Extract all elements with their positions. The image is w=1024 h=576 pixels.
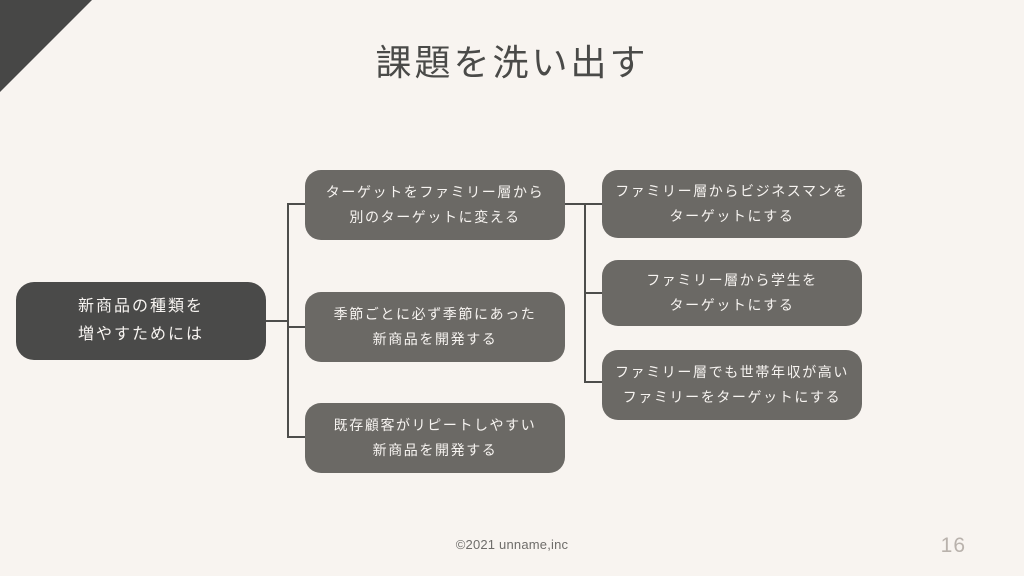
page-title: 課題を洗い出す — [375, 42, 649, 83]
corner-triangle-decoration — [0, 0, 92, 92]
node-right-2-line-2: ターゲットにする — [669, 297, 795, 313]
node-right-2-line-1: ファミリー層から学生を — [646, 272, 818, 289]
node-root-line-2: 増やすためには — [77, 326, 204, 343]
node-root-line-1: 新商品の種類を — [77, 297, 204, 315]
node-middle-1-line-1: ターゲットをファミリー層から — [325, 184, 545, 201]
node-right-1-line-2: ターゲットにする — [669, 208, 795, 224]
node-right-3-line-1: ファミリー層でも世帯年収が高い — [615, 364, 849, 381]
connector-middle-branch-3 — [287, 436, 306, 438]
connector-middle-1-stub — [565, 203, 585, 205]
node-middle-2-line-2: 新商品を開発する — [372, 331, 498, 347]
diagram-node-middle-1: ターゲットをファミリー層から 別のターゲットに変える — [305, 170, 565, 240]
diagram-node-middle-2: 季節ごとに必ず季節にあった 新商品を開発する — [305, 292, 565, 362]
connector-root-stub — [266, 320, 288, 322]
connector-bracket-middle-vertical — [287, 203, 289, 437]
page-number: 16 — [940, 534, 966, 557]
node-middle-2-line-1: 季節ごとに必ず季節にあった — [333, 306, 537, 323]
connector-right-branch-3 — [584, 381, 603, 383]
node-right-1-line-1: ファミリー層からビジネスマンを — [615, 183, 849, 200]
node-right-3-line-2: ファミリーをターゲットにする — [622, 389, 842, 405]
connector-middle-branch-1 — [287, 203, 306, 205]
diagram-node-right-1: ファミリー層からビジネスマンを ターゲットにする — [602, 170, 862, 238]
node-middle-1-line-2: 別のターゲットに変える — [349, 209, 521, 225]
diagram-node-root: 新商品の種類を 増やすためには — [16, 282, 266, 360]
diagram-node-right-2: ファミリー層から学生を ターゲットにする — [602, 260, 862, 326]
connector-middle-branch-2 — [287, 326, 306, 328]
connector-right-branch-1 — [584, 203, 603, 205]
connector-right-branch-2 — [584, 292, 603, 294]
node-middle-3-line-1: 既存顧客がリピートしやすい — [333, 417, 537, 434]
diagram-node-middle-3: 既存顧客がリピートしやすい 新商品を開発する — [305, 403, 565, 473]
node-middle-3-line-2: 新商品を開発する — [372, 442, 498, 458]
diagram-node-right-3: ファミリー層でも世帯年収が高い ファミリーをターゲットにする — [602, 350, 862, 420]
copyright-text: ©2021 unname,inc — [455, 537, 569, 552]
